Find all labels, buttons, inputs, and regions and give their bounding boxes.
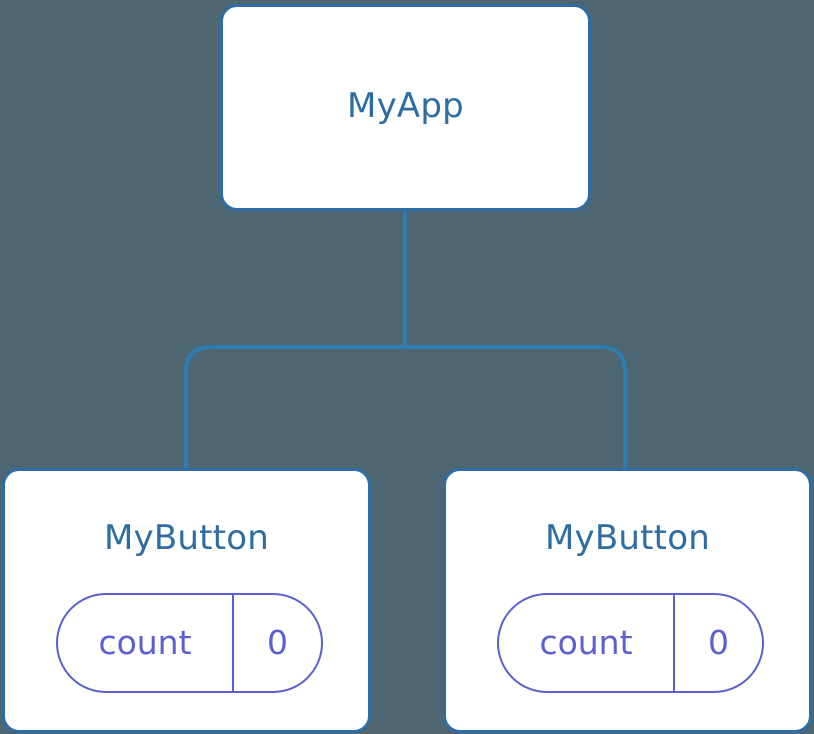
component-node-myapp[interactable]: MyApp xyxy=(220,4,591,211)
component-node-title: MyButton xyxy=(545,518,710,558)
component-node-mybutton-0[interactable]: MyButton count 0 xyxy=(2,468,371,733)
component-node-title: MyApp xyxy=(347,85,464,126)
state-value: 0 xyxy=(708,622,729,662)
component-node-title: MyButton xyxy=(104,518,269,558)
state-badge[interactable]: count 0 xyxy=(56,593,323,693)
edge-root-to-child-0 xyxy=(184,345,405,470)
state-badge[interactable]: count 0 xyxy=(497,593,764,693)
state-key: count xyxy=(58,595,234,691)
state-key: count xyxy=(499,595,675,691)
edge-root-to-child-1 xyxy=(405,345,627,470)
component-node-mybutton-1[interactable]: MyButton count 0 xyxy=(443,468,812,733)
state-value: 0 xyxy=(267,622,288,662)
